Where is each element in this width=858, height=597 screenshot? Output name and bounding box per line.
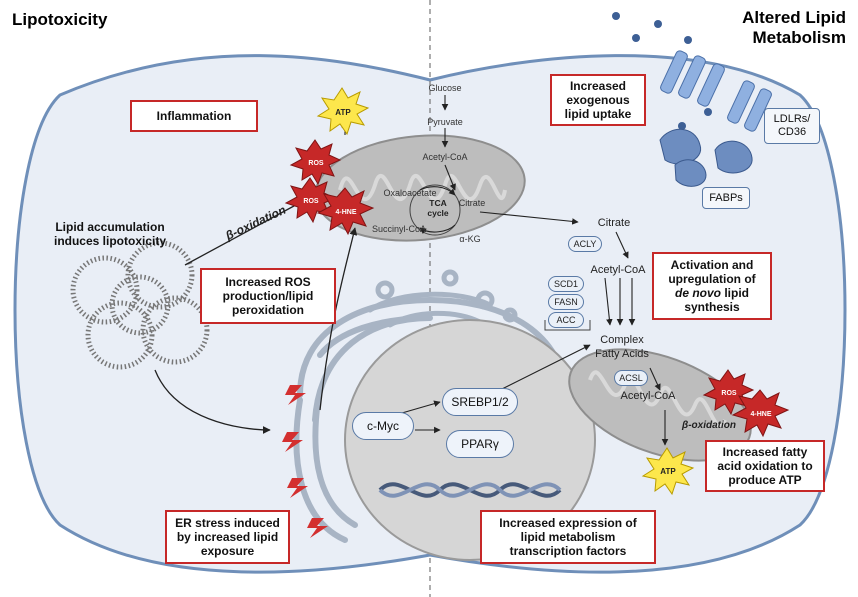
- box-uptake-line3: lipid uptake: [564, 107, 632, 121]
- atp-burst-top: [316, 87, 370, 136]
- box-inflammation: Inflammation: [130, 100, 258, 132]
- box-ros-line3: peroxidation: [231, 303, 304, 317]
- atp-burst-right: [641, 447, 695, 496]
- label-beta-oxidation-right: β-oxidation: [681, 420, 736, 431]
- pathway-arrows: [154, 95, 669, 446]
- box-denovo-lipid: lipid: [724, 286, 750, 300]
- ros-bursts-top: [284, 139, 375, 236]
- box-er-stress: ER stress induced by increased lipid exp…: [165, 510, 290, 564]
- box-denovo-line1: Activation and: [670, 258, 754, 272]
- box-denovo-italic: de novo: [674, 286, 721, 300]
- label-tca-line1: TCA: [429, 198, 446, 208]
- label-acetyl-coa-mito: Acetyl-CoA: [620, 390, 676, 402]
- enzyme-fasn: FASN: [548, 294, 584, 310]
- label-glucose: Glucose: [428, 83, 461, 93]
- ros-text-1: ROS: [308, 160, 324, 167]
- box-ros-line1: Increased ROS: [225, 275, 311, 289]
- lipid-droplet-cluster: [70, 240, 210, 370]
- box-tx-line1: Increased expression of: [499, 516, 637, 530]
- label-complex-fa-line1: Complex: [600, 334, 644, 346]
- label-lipid-accumulation: Lipid accumulation induces lipotoxicity: [40, 220, 180, 248]
- box-de-novo: Activation and upregulation of de novo l…: [652, 252, 772, 320]
- enzyme-acsl: ACSL: [614, 370, 648, 386]
- label-alpha-kg: α-KG: [459, 234, 480, 244]
- factor-srebp: SREBP1/2: [442, 388, 518, 416]
- header-altered-line1: Altered Lipid: [742, 8, 846, 27]
- hne-text-top: 4-HNE: [335, 209, 356, 216]
- ros-text-2: ROS: [303, 198, 319, 205]
- hne-text-right: 4-HNE: [750, 411, 771, 418]
- box-fao-line3: produce ATP: [728, 473, 802, 487]
- label-citrate-cycle: Citrate: [459, 198, 486, 208]
- box-denovo-line3: de novo lipid: [675, 286, 749, 300]
- ldlr-line1: LDLRs/: [773, 113, 811, 125]
- golgi-apparatus: [367, 269, 518, 328]
- box-tx-line3: transcription factors: [509, 544, 627, 558]
- enzyme-scd1: SCD1: [548, 276, 584, 292]
- label-succinyl-coa: Succinyl-CoA: [372, 224, 426, 234]
- atp-text-right: ATP: [660, 467, 676, 476]
- box-denovo-line2: upregulation of: [668, 272, 756, 286]
- header-lipotoxicity: Lipotoxicity: [12, 10, 108, 29]
- label-tca-line2: cycle: [427, 208, 449, 218]
- label-acetyl-coa-top: Acetyl-CoA: [422, 152, 467, 162]
- box-fao-line1: Increased fatty: [722, 445, 808, 459]
- atp-text-top: ATP: [335, 108, 351, 117]
- box-uptake-line1: Increased: [569, 79, 627, 93]
- lipid-receptors: [660, 50, 772, 132]
- label-oxaloacetate: Oxaloacetate: [383, 188, 436, 198]
- box-uptake-line2: exogenous: [566, 93, 630, 107]
- box-er-line2: by increased lipid: [176, 530, 279, 544]
- ros-bursts-right: [702, 369, 790, 438]
- box-tx-line2: lipid metabolism: [520, 530, 616, 544]
- box-ros-line2: production/lipid: [222, 289, 314, 303]
- factor-ppar: PPARγ: [446, 430, 514, 458]
- label-citrate-cyto: Citrate: [598, 217, 630, 229]
- enzyme-bracket: [544, 320, 591, 331]
- label-complex-fa-line2: Fatty Acids: [595, 348, 649, 360]
- label-fabps: FABPs: [702, 187, 750, 209]
- lightning-icons: [282, 385, 328, 538]
- box-increased-ros: Increased ROS production/lipid peroxidat…: [200, 268, 336, 324]
- box-er-line3: exposure: [200, 544, 255, 558]
- factor-cmyc: c-Myc: [352, 412, 414, 440]
- header-altered-line2: Metabolism: [752, 28, 846, 47]
- enzyme-acc: ACC: [548, 312, 584, 328]
- box-transcription: Increased expression of lipid metabolism…: [480, 510, 656, 564]
- header-altered-lipid-metabolism: Altered Lipid Metabolism: [742, 8, 846, 48]
- ldlr-line2: CD36: [777, 126, 807, 138]
- ros-text-right: ROS: [721, 390, 737, 397]
- box-fao-line2: acid oxidation to: [717, 459, 813, 473]
- dna-helix-icon: [378, 482, 562, 498]
- box-denovo-line4: synthesis: [684, 300, 740, 314]
- extracellular-lipid-icons: [612, 12, 712, 130]
- label-acetyl-coa-cyto: Acetyl-CoA: [590, 264, 646, 276]
- fabp-proteins: [659, 128, 753, 187]
- box-fatty-acid-oxidation: Increased fatty acid oxidation to produc…: [705, 440, 825, 492]
- lipid-accum-line1: Lipid accumulation: [55, 220, 165, 234]
- enzyme-acly: ACLY: [568, 236, 602, 252]
- lipid-accum-line2: induces lipotoxicity: [53, 234, 167, 248]
- label-pyruvate: Pyruvate: [427, 117, 463, 127]
- label-ldlrs-cd36: LDLRs/ CD36: [764, 108, 820, 144]
- box-er-line1: ER stress induced: [175, 516, 280, 530]
- box-increased-uptake: Increased exogenous lipid uptake: [550, 74, 646, 126]
- tca-cycle-ring: [409, 184, 461, 236]
